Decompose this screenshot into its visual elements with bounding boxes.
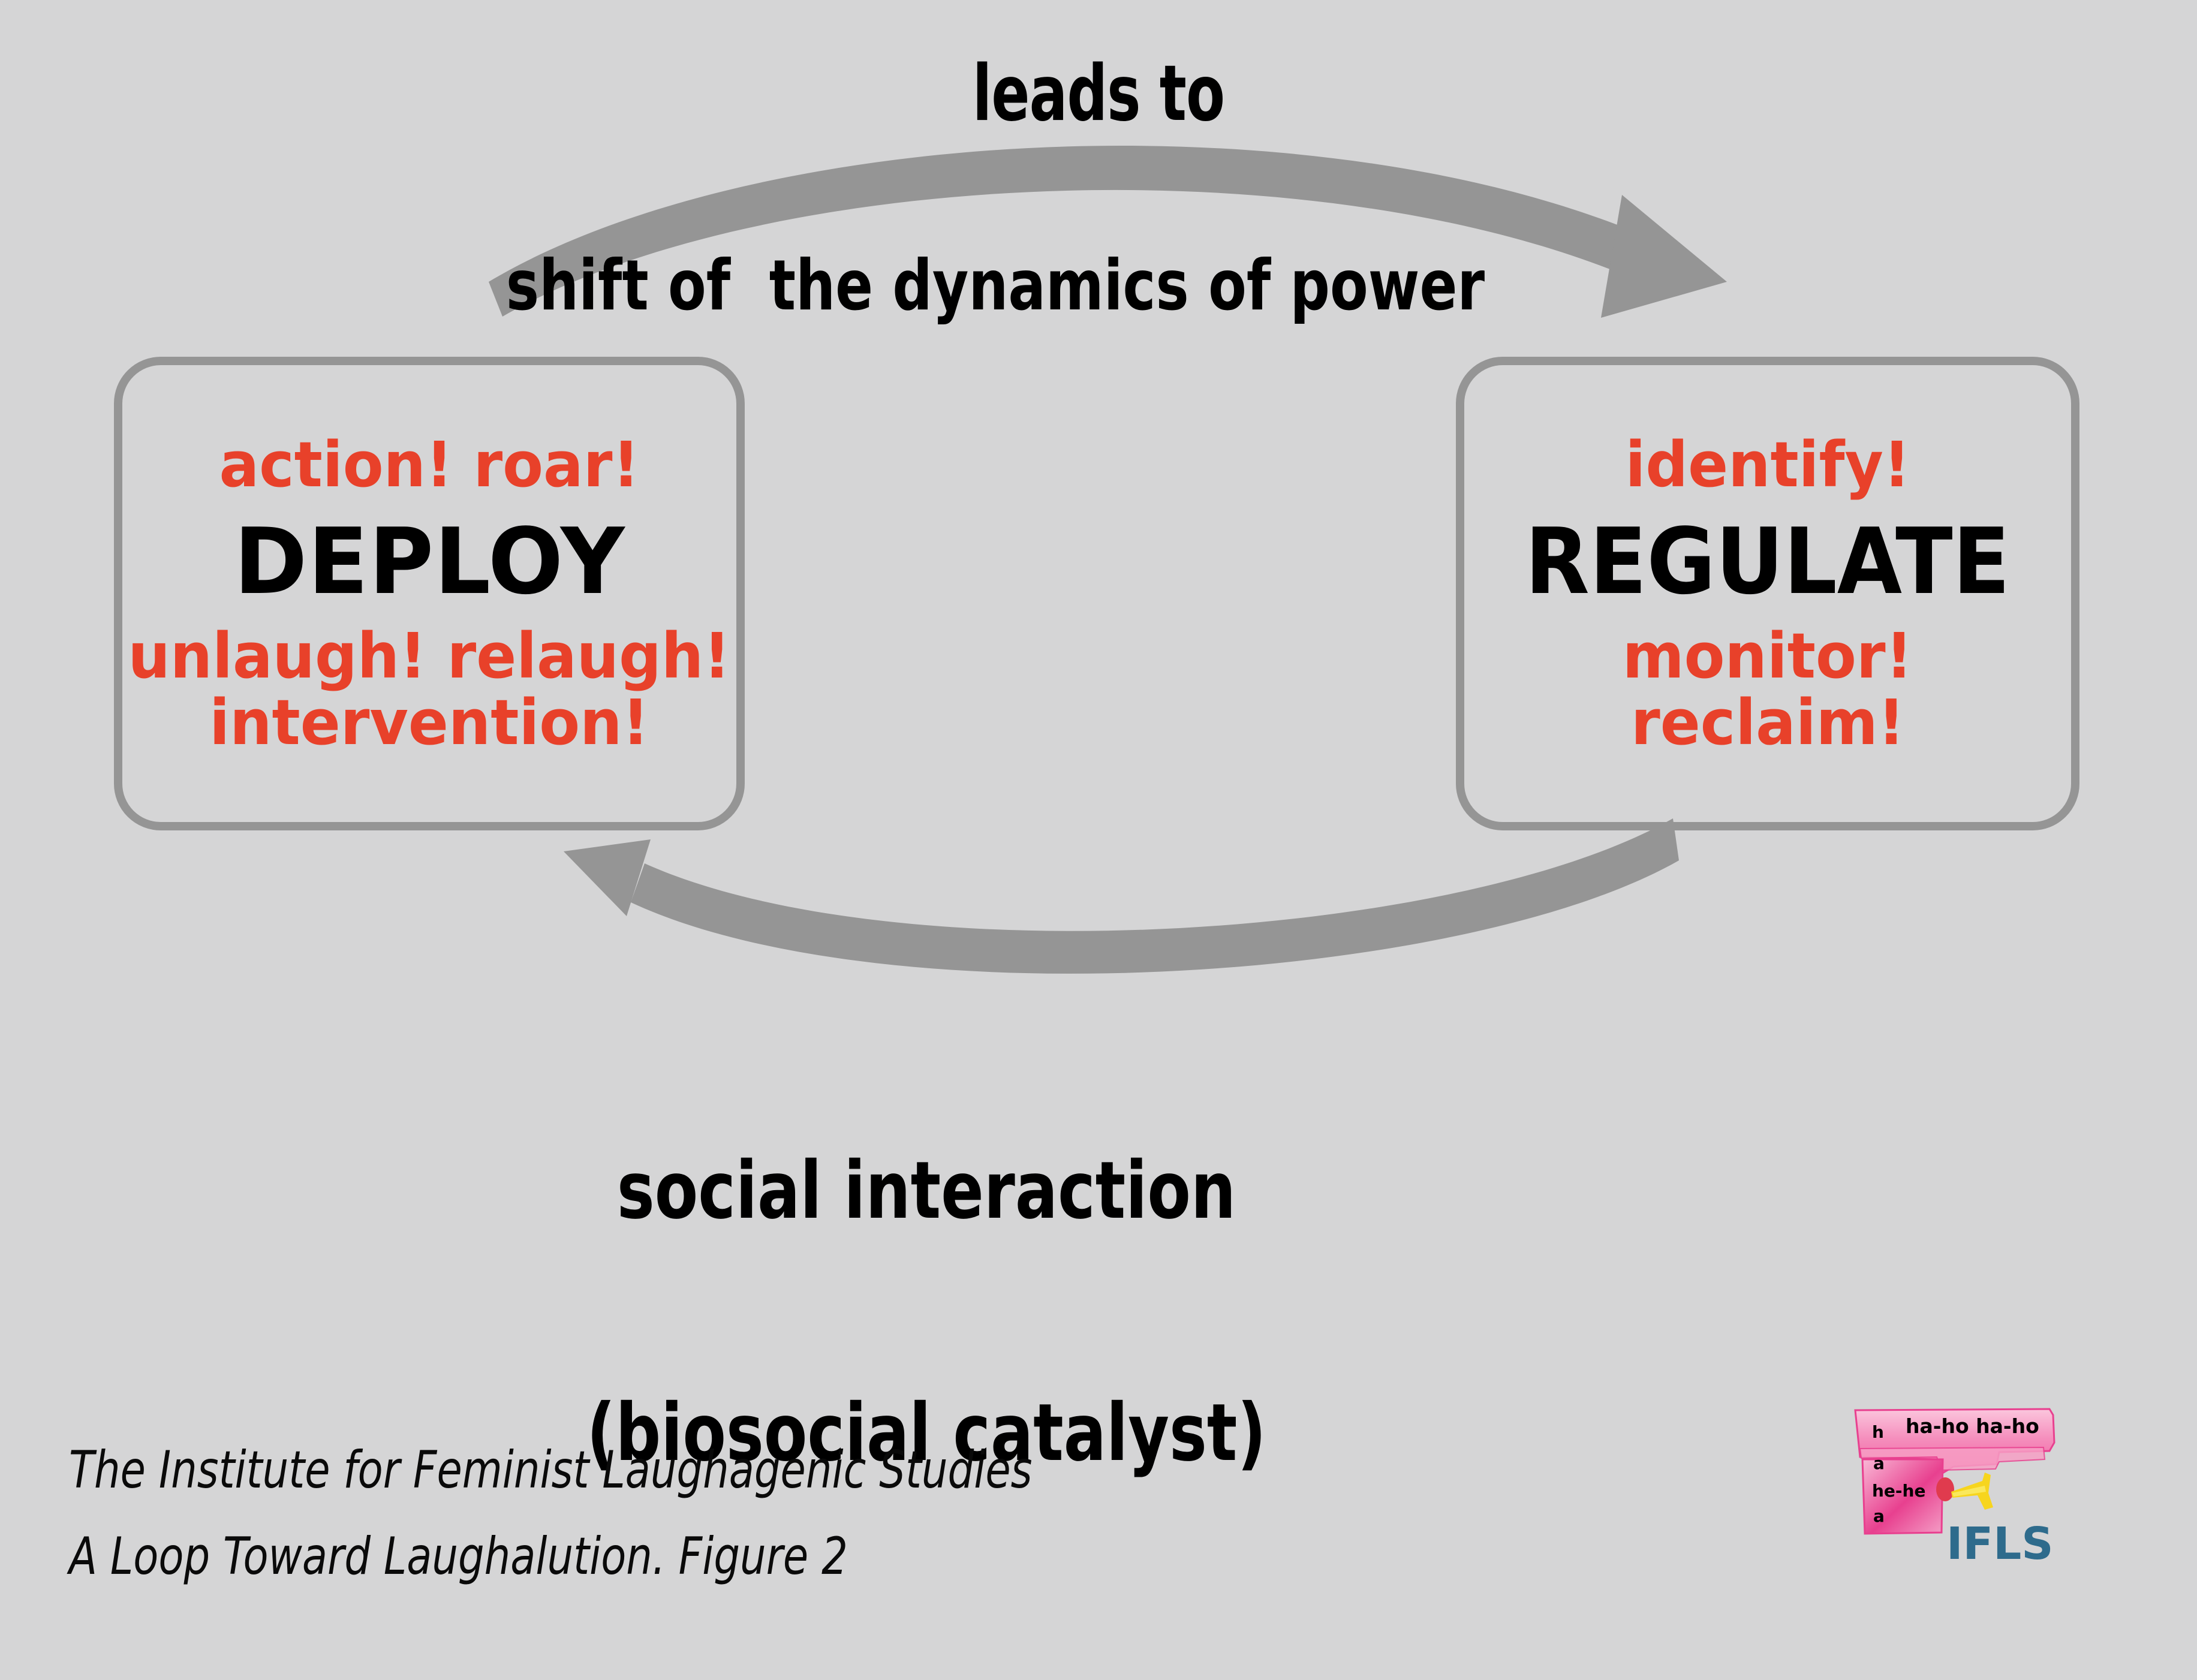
- node-deploy-bottom-accent-2: intervention!: [209, 685, 649, 759]
- logo-wordmark: IFLS: [1946, 1518, 2054, 1570]
- bottom-arrow: [564, 818, 1679, 974]
- water-pistol-icon: [1854, 1408, 2055, 1535]
- edge-label-power-shift: shift of the dynamics of power: [505, 245, 1485, 326]
- node-deploy-top-accent: action! roar!: [219, 428, 640, 502]
- node-regulate-bottom-accent-2: reclaim!: [1630, 685, 1905, 759]
- figure-caption: The Institute for Feminist Laughagenic S…: [69, 1440, 1273, 1586]
- ifls-logo[interactable]: ha-ho ha-ho h a he-he a IFLS: [1852, 1402, 2103, 1576]
- edge-label-social-line-2: (biosocial catalyst): [586, 1387, 1266, 1480]
- top-arrow-shaft: [489, 146, 1640, 317]
- bottom-arrow-head: [564, 839, 651, 916]
- top-arrow: [489, 146, 1727, 318]
- node-deploy[interactable]: action! roar! DEPLOY unlaugh! relaugh! i…: [114, 357, 745, 830]
- edge-label-social-interaction: social interaction (biosocial catalyst): [185, 989, 1668, 1635]
- nozzle-icon: [1936, 1477, 1954, 1501]
- node-deploy-title: DEPLOY: [233, 508, 625, 615]
- caption-institute: The Institute for Feminist Laughagenic S…: [69, 1440, 1033, 1500]
- logo-vertical-4: a: [1873, 1506, 1885, 1526]
- logo-vertical-3: he-he: [1872, 1481, 1925, 1501]
- node-regulate[interactable]: identify! REGULATE monitor! reclaim!: [1456, 357, 2079, 830]
- node-regulate-title: REGULATE: [1525, 508, 2011, 615]
- node-regulate-top-accent: identify!: [1625, 428, 1910, 502]
- top-arrow-head: [1601, 195, 1727, 318]
- logo-vertical-2: a: [1873, 1453, 1885, 1473]
- edge-label-leads-to: leads to: [972, 49, 1225, 139]
- logo-bubble-top: ha-ho ha-ho: [1906, 1414, 2039, 1438]
- caption-figure-title: A Loop Toward Laughalution. Figure 2: [69, 1527, 848, 1586]
- node-deploy-bottom-accent-1: unlaugh! relaugh!: [128, 619, 731, 693]
- node-regulate-bottom-accent-1: monitor!: [1623, 619, 1913, 693]
- bottom-arrow-shaft: [631, 818, 1679, 974]
- logo-vertical-1: h: [1872, 1422, 1884, 1442]
- edge-label-social-line-1: social interaction: [616, 1145, 1236, 1238]
